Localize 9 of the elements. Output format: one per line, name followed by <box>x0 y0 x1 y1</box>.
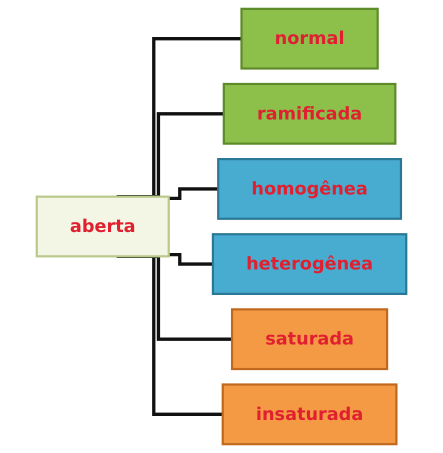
node-box: normal <box>240 8 379 70</box>
node-box: aberta <box>36 196 170 258</box>
node-box: ramificada <box>222 82 396 145</box>
node-box: homogênea <box>217 158 402 220</box>
node-box: saturada <box>230 308 388 370</box>
connector <box>168 252 213 266</box>
node-box: heterogênea <box>212 233 408 295</box>
node-box: insaturada <box>222 383 398 446</box>
connector <box>168 187 218 200</box>
